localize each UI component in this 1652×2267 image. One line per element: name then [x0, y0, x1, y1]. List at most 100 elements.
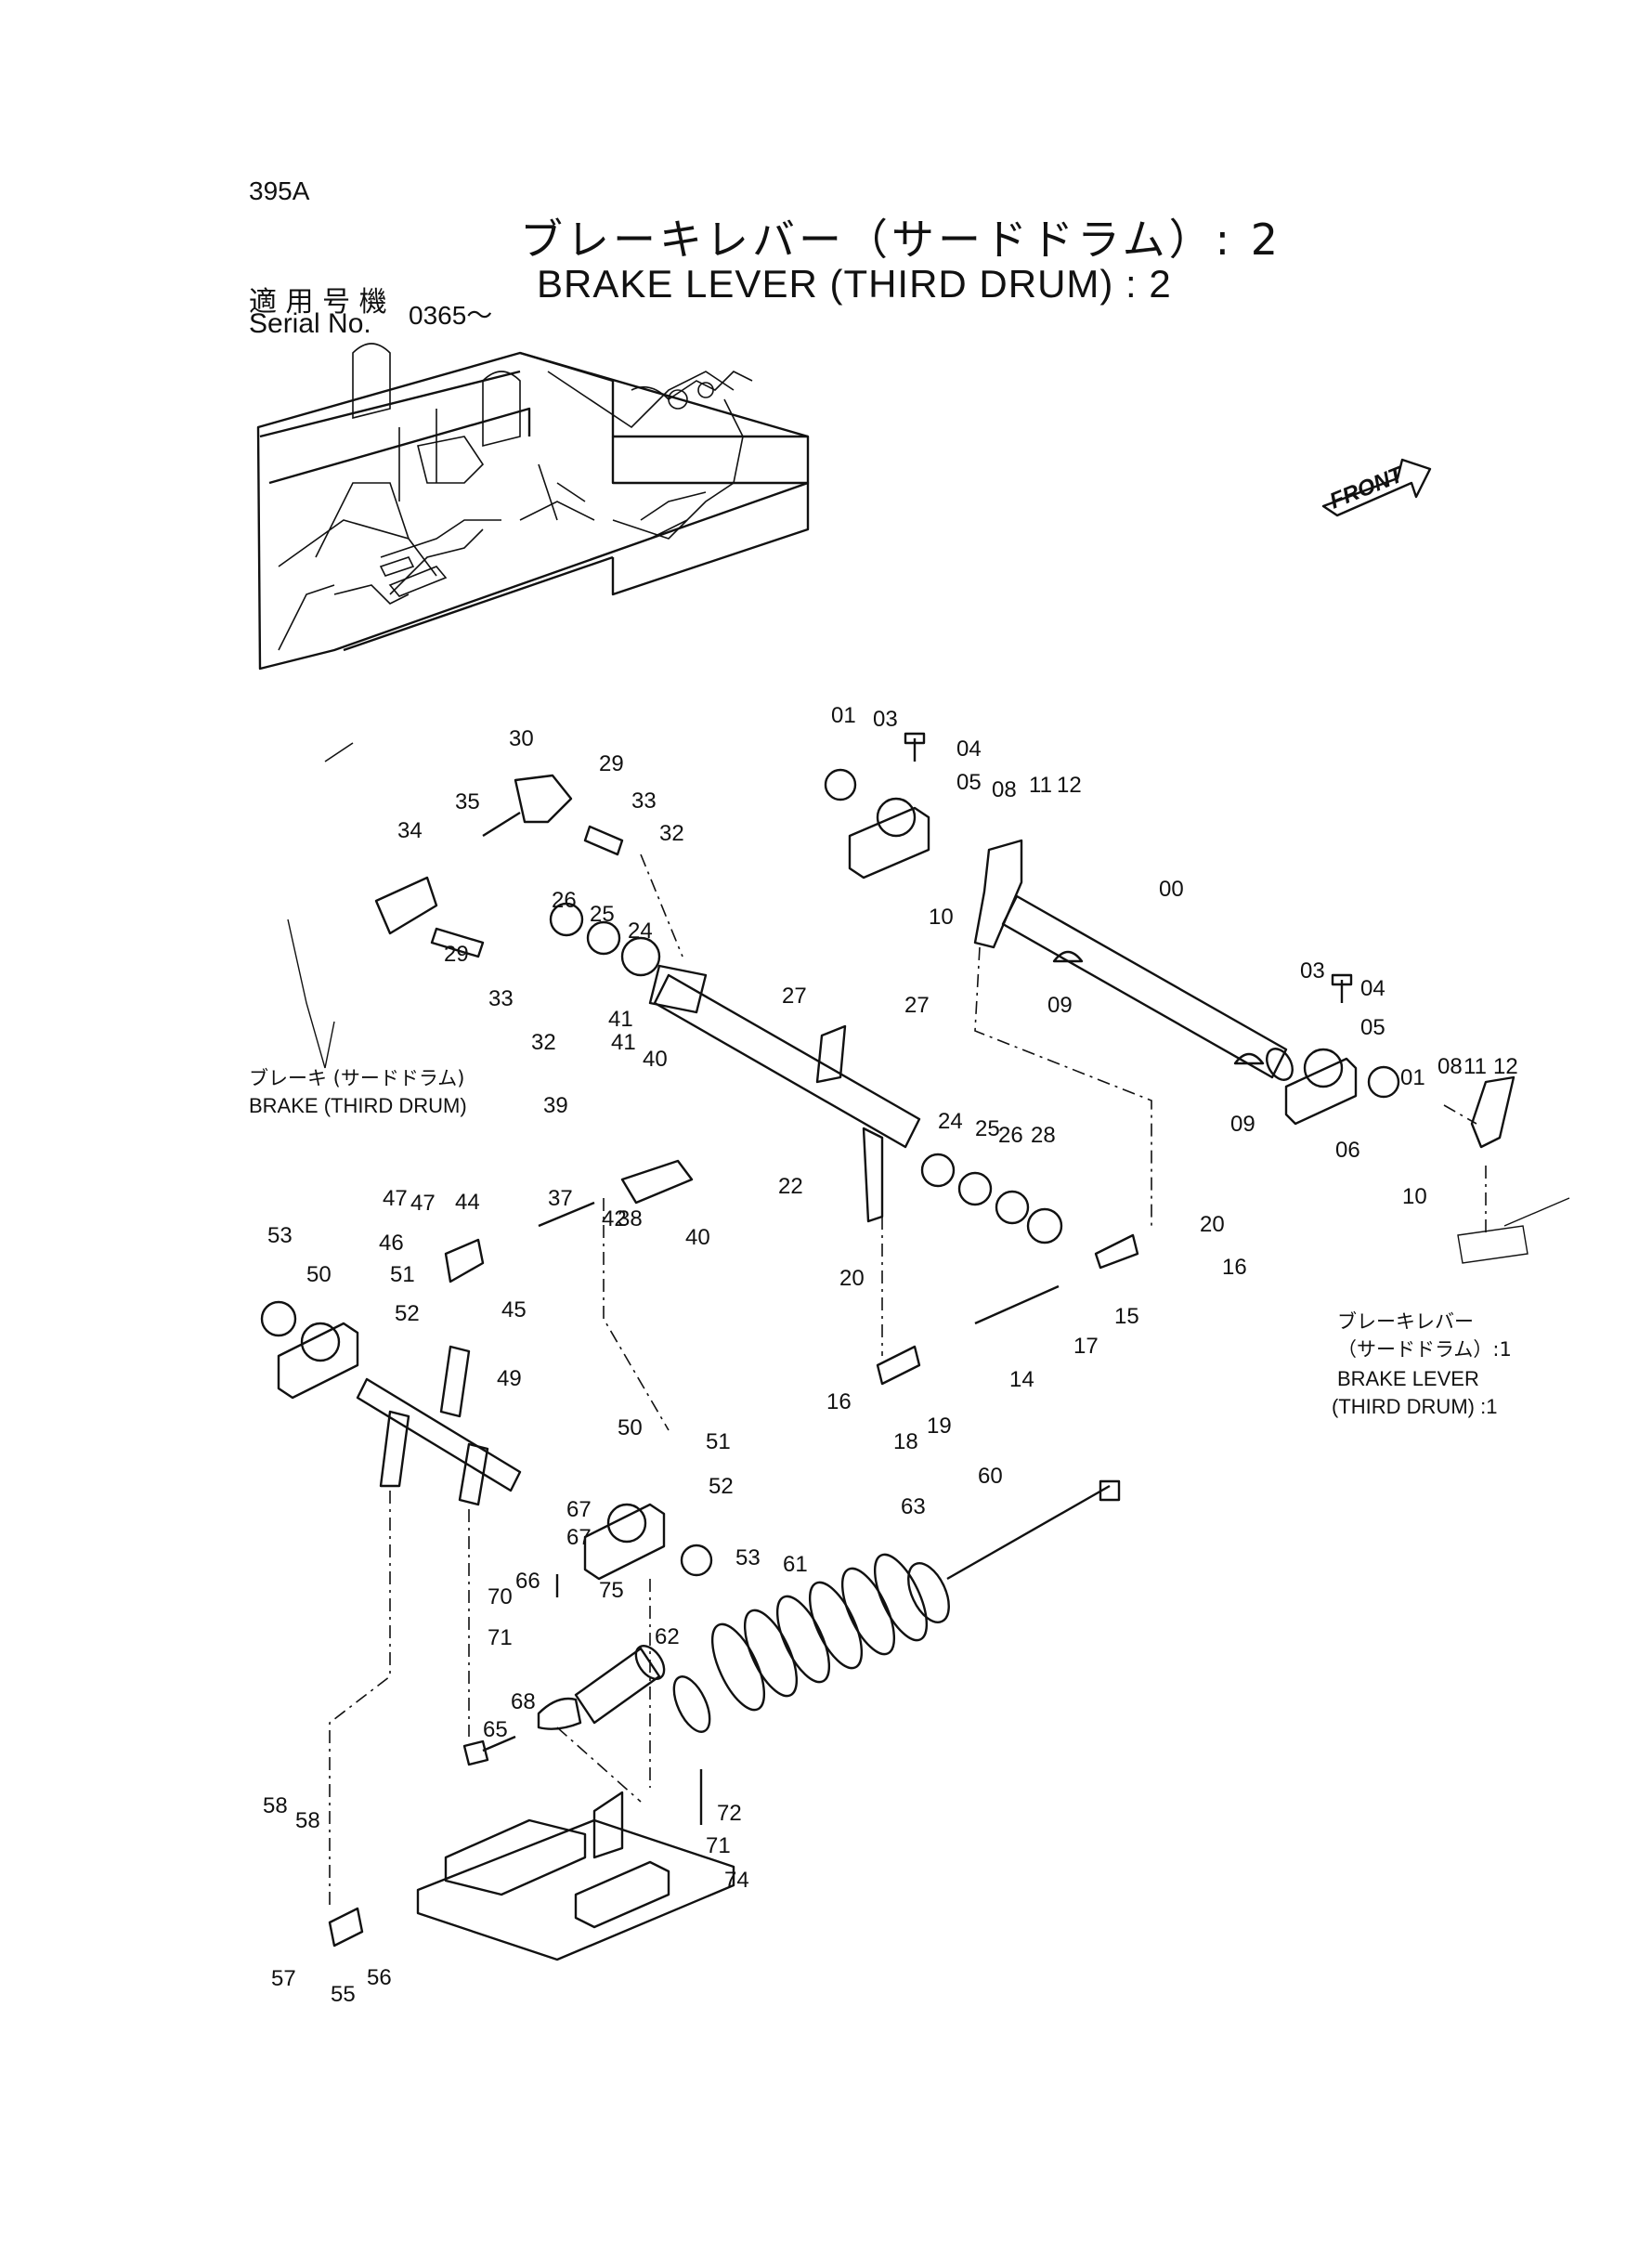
- part-label: 27: [782, 984, 807, 1009]
- part-label: 51: [706, 1429, 731, 1454]
- part-label: 67: [566, 1497, 592, 1522]
- part-label: 57: [271, 1966, 296, 1991]
- part-label: 52: [395, 1301, 420, 1326]
- part-label: 66: [515, 1569, 540, 1594]
- part-label: 45: [501, 1297, 527, 1322]
- part-label: 62: [655, 1624, 680, 1649]
- callout-brake-jp: ブレーキ (サードドラム): [249, 1067, 465, 1089]
- part-label: 50: [618, 1415, 643, 1440]
- part-label: 04: [1360, 976, 1385, 1001]
- part-label: 29: [444, 942, 469, 967]
- part-label: 16: [826, 1389, 852, 1414]
- part-label: 70: [488, 1584, 513, 1609]
- part-label: 12: [1057, 773, 1082, 798]
- part-label: 03: [1300, 958, 1325, 984]
- title-japanese: ブレーキレバー（サードドラム）: 2: [520, 215, 1282, 265]
- part-label: 09: [1047, 993, 1073, 1018]
- part-label: 33: [488, 986, 514, 1011]
- part-label: 14: [1009, 1367, 1034, 1392]
- part-label: 30: [509, 726, 534, 751]
- part-label: 55: [331, 1982, 356, 2007]
- part-label: 32: [531, 1030, 556, 1055]
- part-label: 18: [893, 1429, 918, 1454]
- part-label: 41: [611, 1030, 636, 1055]
- front-label: FRONT: [1326, 462, 1409, 515]
- part-label: 53: [267, 1223, 293, 1248]
- part-label: 11: [1029, 773, 1052, 798]
- part-label: 24: [628, 919, 653, 944]
- bearing-block-right: [1284, 1057, 1358, 1126]
- cross-shaft-49: [356, 1377, 522, 1492]
- part-label: 40: [643, 1047, 668, 1072]
- part-label: 49: [497, 1366, 522, 1391]
- part-label: 10: [929, 905, 954, 930]
- part-label: 19: [927, 1414, 952, 1439]
- part-label: 25: [975, 1116, 1000, 1141]
- part-label: 32: [659, 821, 684, 846]
- clevis-30: [514, 774, 573, 824]
- part-label: 63: [901, 1494, 926, 1519]
- part-label: 35: [455, 789, 480, 814]
- part-label: 09: [1230, 1112, 1255, 1137]
- callout-brake-lever-en-a: BRAKE LEVER: [1337, 1367, 1479, 1390]
- part-label: 04: [956, 736, 982, 762]
- part-label: 37: [548, 1186, 573, 1211]
- part-label: 60: [978, 1464, 1003, 1489]
- part-label: 25: [590, 902, 615, 927]
- part-label: 03: [873, 707, 898, 732]
- cross-shaft-22: [653, 973, 921, 1149]
- callout-brake-lever-jp-b: （サードドラム）:1: [1337, 1338, 1512, 1361]
- title-english: BRAKE LEVER (THIRD DRUM) : 2: [537, 262, 1172, 306]
- part-label: 46: [379, 1231, 404, 1256]
- part-label: 22: [778, 1174, 803, 1199]
- part-label: 58: [295, 1808, 320, 1833]
- clevis-34: [374, 876, 438, 935]
- bearing-block-upper: [848, 806, 930, 879]
- part-number-labels: 00 01 01 03 03 04 04 05 05 06 08 08 09 0…: [263, 703, 1518, 2007]
- part-label: 28: [1031, 1123, 1056, 1148]
- part-label: 51: [390, 1262, 415, 1287]
- part-label: 41: [608, 1007, 633, 1032]
- part-label: 67: [566, 1525, 592, 1550]
- part-label: 71: [488, 1625, 513, 1650]
- front-direction-arrow: FRONT: [1321, 458, 1432, 517]
- part-label: 71: [706, 1833, 731, 1858]
- part-label: 27: [904, 993, 930, 1018]
- serial-label-japanese: 適 用 号 機: [249, 286, 387, 319]
- part-label: 58: [263, 1793, 288, 1818]
- snap-ring-right: [1367, 1065, 1400, 1099]
- part-label: 29: [599, 751, 624, 776]
- coil-spring-61: [710, 1553, 929, 1712]
- part-label: 20: [839, 1266, 865, 1291]
- part-label: 53: [735, 1545, 761, 1570]
- lever-right: [1470, 1075, 1515, 1149]
- shaft-part: [1001, 894, 1288, 1079]
- serial-value: 0365～: [409, 301, 493, 330]
- part-label: 75: [599, 1578, 624, 1603]
- callout-brake-lever-jp-a: ブレーキレバー: [1337, 1310, 1474, 1333]
- part-label: 47: [383, 1186, 408, 1211]
- cylinder-75: [574, 1647, 661, 1725]
- part-label: 12: [1493, 1054, 1518, 1079]
- part-label: 26: [552, 888, 577, 913]
- part-label: 11: [1463, 1054, 1487, 1079]
- part-label: 05: [956, 770, 982, 795]
- part-label: 38: [618, 1206, 643, 1231]
- part-label: 17: [1073, 1334, 1099, 1359]
- part-label: 56: [367, 1965, 392, 1990]
- part-label: 68: [511, 1689, 536, 1714]
- part-label: 52: [709, 1474, 734, 1499]
- lever-upper: [973, 839, 1023, 949]
- part-label: 20: [1200, 1212, 1225, 1237]
- callout-brake-lever-en-b: (THIRD DRUM) :1: [1332, 1395, 1498, 1418]
- part-label: 72: [717, 1801, 742, 1826]
- part-label: 01: [1400, 1065, 1425, 1090]
- part-label: 33: [631, 788, 657, 814]
- part-label: 47: [410, 1191, 436, 1216]
- part-label: 74: [724, 1868, 749, 1893]
- base-plate-74: [416, 1818, 735, 1961]
- part-label: 39: [543, 1093, 568, 1118]
- page-code: 395A: [249, 176, 310, 205]
- part-label: 00: [1159, 877, 1184, 902]
